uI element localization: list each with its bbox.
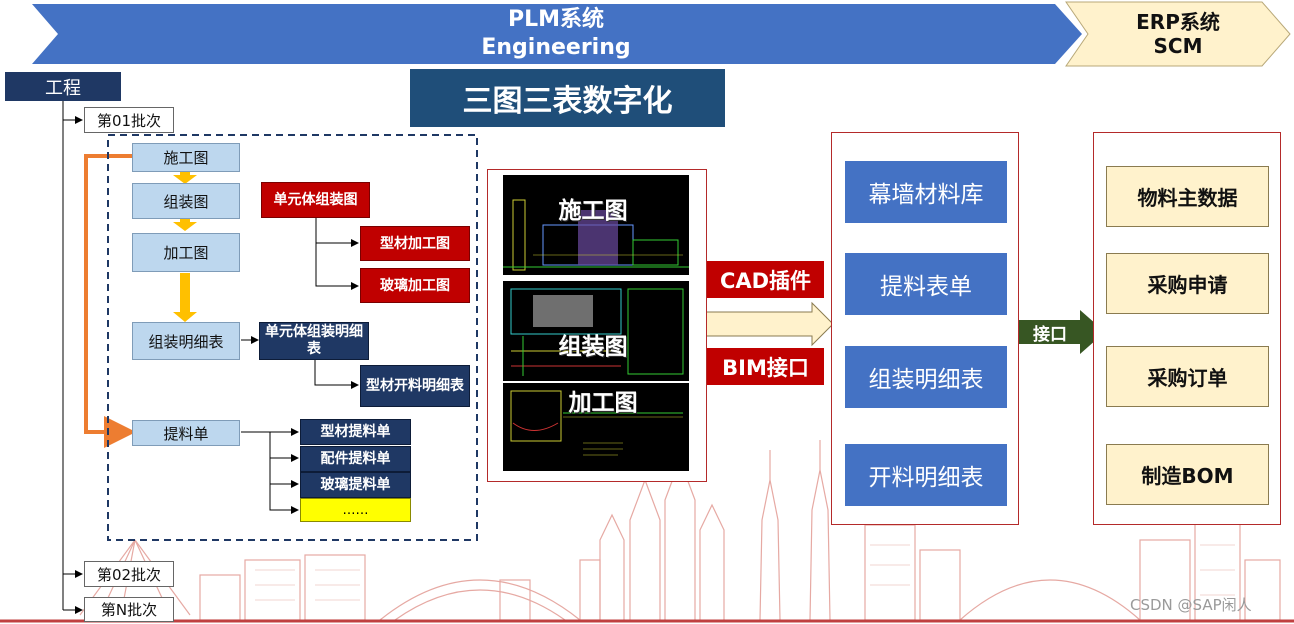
curtain-wall-material-library[interactable]: 幕墙材料库 xyxy=(845,161,1007,223)
processing-drawing-box[interactable]: 加工图 xyxy=(132,233,240,272)
assembly-detail-module[interactable]: 组装明细表 xyxy=(845,346,1007,408)
erp-banner-line1: ERP系统 xyxy=(1136,10,1220,34)
plm-banner-arrow xyxy=(32,4,1082,64)
glass-processing-drawing[interactable]: 玻璃加工图 xyxy=(360,268,470,303)
watermark: CSDN @SAP闲人 xyxy=(1130,596,1252,614)
bim-interface-tag[interactable]: BIM接口 xyxy=(707,348,824,385)
assembly-cad-label: 组装图 xyxy=(558,334,628,360)
construction-drawing-box[interactable]: 施工图 xyxy=(132,143,240,172)
plm-banner-line2: Engineering xyxy=(481,35,631,60)
assembly-cad-image: 组装图 xyxy=(503,281,689,381)
picking-list-box[interactable]: 提料单 xyxy=(132,420,240,446)
interface-label: 接口 xyxy=(1033,324,1067,345)
processing-cad-image: 加工图 xyxy=(503,383,689,471)
cutting-detail-module[interactable]: 开料明细表 xyxy=(845,444,1007,506)
profile-processing-drawing[interactable]: 型材加工图 xyxy=(360,226,470,261)
purchase-order[interactable]: 采购订单 xyxy=(1106,346,1269,407)
profile-cutting-detail[interactable]: 型材开料明细表 xyxy=(360,365,470,407)
batch-n[interactable]: 第N批次 xyxy=(84,597,174,622)
purchase-requisition[interactable]: 采购申请 xyxy=(1106,253,1269,314)
material-master-data[interactable]: 物料主数据 xyxy=(1106,166,1269,227)
erp-banner-arrow xyxy=(1065,1,1291,67)
more-picking-lists[interactable]: …… xyxy=(300,498,411,522)
erp-banner: ERP系统 SCM xyxy=(1090,4,1266,64)
plm-banner: PLM系统 Engineering xyxy=(300,4,812,64)
plm-banner-line1: PLM系统 xyxy=(507,7,605,32)
profile-picking-list[interactable]: 型材提料单 xyxy=(300,419,411,445)
manufacturing-bom[interactable]: 制造BOM xyxy=(1106,444,1269,505)
batch-02[interactable]: 第02批次 xyxy=(84,561,174,587)
parts-picking-list[interactable]: 配件提料单 xyxy=(300,446,411,472)
construction-cad-image: 施工图 xyxy=(503,175,689,275)
main-title: 三图三表数字化 xyxy=(410,69,725,127)
tree-root-project[interactable]: 工程 xyxy=(5,72,121,101)
glass-picking-list[interactable]: 玻璃提料单 xyxy=(300,472,411,498)
batch-01[interactable]: 第01批次 xyxy=(84,107,174,133)
processing-cad-label: 加工图 xyxy=(568,390,638,416)
assembly-detail-box[interactable]: 组装明细表 xyxy=(132,322,240,360)
construction-cad-label: 施工图 xyxy=(558,198,628,224)
assembly-drawing-box[interactable]: 组装图 xyxy=(132,183,240,219)
picking-form[interactable]: 提料表单 xyxy=(845,253,1007,315)
unit-assembly-drawing[interactable]: 单元体组装图 xyxy=(261,182,370,218)
erp-banner-line2: SCM xyxy=(1153,34,1203,58)
unit-assembly-detail[interactable]: 单元体组装明细表 xyxy=(259,322,369,360)
cad-plugin-tag[interactable]: CAD插件 xyxy=(707,261,824,298)
